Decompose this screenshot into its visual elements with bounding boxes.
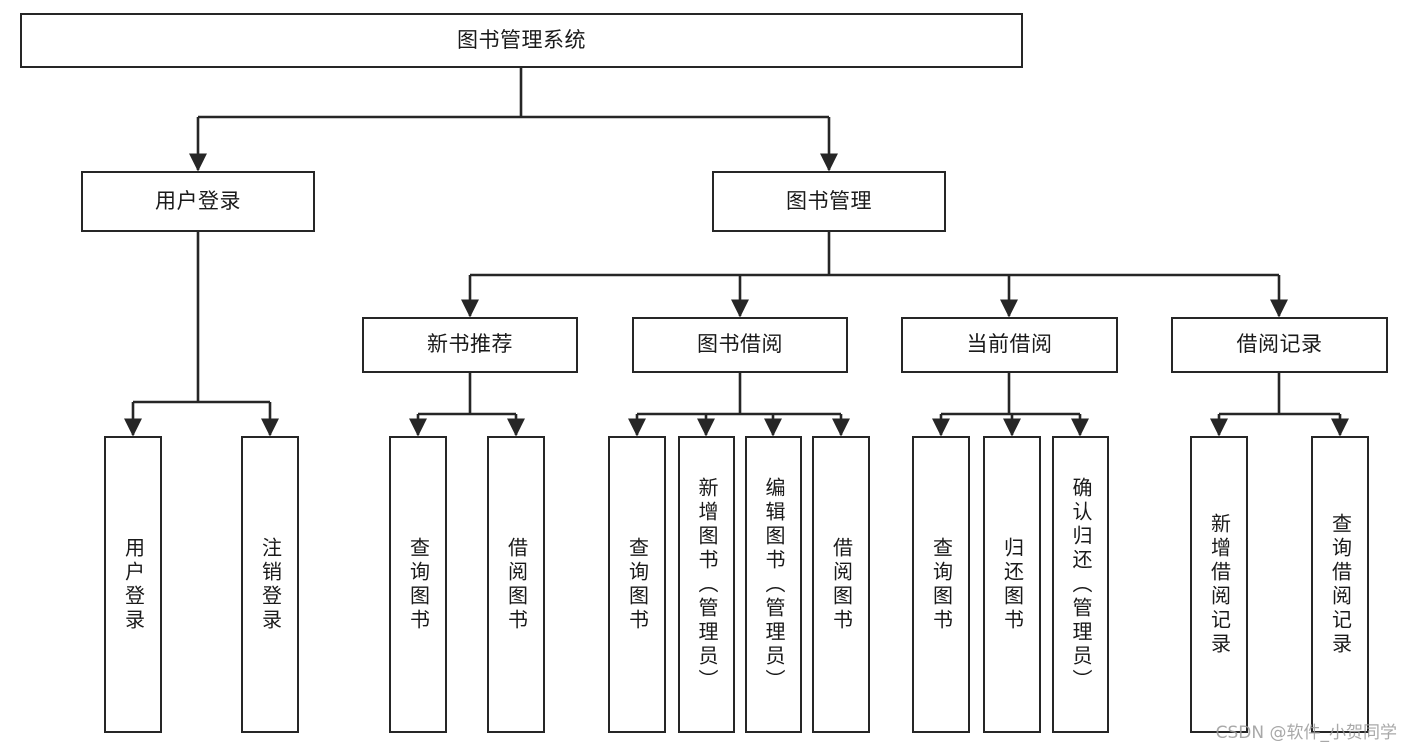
node-leaf-return-book[interactable]: 归还图书 (983, 436, 1041, 733)
node-borrow-record[interactable]: 借阅记录 (1171, 317, 1388, 373)
node-leaf-add-record-label: 新增借阅记录 (1207, 512, 1232, 657)
node-user-login-label: 用户登录 (155, 188, 241, 213)
node-book-borrow[interactable]: 图书借阅 (632, 317, 848, 373)
node-current-borrow-label: 当前借阅 (966, 332, 1053, 357)
node-root[interactable]: 图书管理系统 (20, 13, 1023, 68)
node-leaf-user-login[interactable]: 用户登录 (104, 436, 162, 733)
node-leaf-query-book-2[interactable]: 查询图书 (608, 436, 666, 733)
watermark-text: CSDN @软件_小贺同学 (1215, 723, 1397, 743)
node-leaf-edit-book[interactable]: 编辑图书（管理员） (745, 436, 802, 733)
node-leaf-query-book-3[interactable]: 查询图书 (912, 436, 970, 733)
node-leaf-add-record[interactable]: 新增借阅记录 (1190, 436, 1248, 733)
node-user-login[interactable]: 用户登录 (81, 171, 315, 232)
node-leaf-query-book-1[interactable]: 查询图书 (389, 436, 447, 733)
node-leaf-query-record[interactable]: 查询借阅记录 (1311, 436, 1369, 733)
node-root-label: 图书管理系统 (457, 27, 586, 52)
node-leaf-edit-book-label: 编辑图书（管理员） (762, 476, 786, 693)
node-leaf-confirm-return[interactable]: 确认归还（管理员） (1052, 436, 1109, 733)
node-leaf-add-book[interactable]: 新增图书（管理员） (678, 436, 735, 733)
node-leaf-borrow-book-2[interactable]: 借阅图书 (812, 436, 870, 733)
node-leaf-query-book-2-label: 查询图书 (625, 536, 650, 633)
node-current-borrow[interactable]: 当前借阅 (901, 317, 1118, 373)
node-book-manage-label: 图书管理 (786, 188, 872, 213)
node-leaf-query-book-1-label: 查询图书 (406, 536, 431, 633)
node-leaf-borrow-book-1-label: 借阅图书 (504, 536, 529, 633)
node-leaf-return-book-label: 归还图书 (1000, 536, 1025, 633)
node-leaf-borrow-book-2-label: 借阅图书 (829, 536, 854, 633)
node-leaf-logout[interactable]: 注销登录 (241, 436, 299, 733)
node-leaf-user-login-label: 用户登录 (121, 536, 146, 633)
node-leaf-borrow-book-1[interactable]: 借阅图书 (487, 436, 545, 733)
node-borrow-record-label: 借阅记录 (1236, 332, 1323, 357)
node-book-borrow-label: 图书借阅 (697, 332, 783, 357)
node-leaf-query-book-3-label: 查询图书 (929, 536, 954, 633)
node-leaf-confirm-return-label: 确认归还（管理员） (1069, 476, 1093, 693)
node-new-book-recommend-label: 新书推荐 (427, 332, 513, 357)
node-book-manage[interactable]: 图书管理 (712, 171, 946, 232)
node-new-book-recommend[interactable]: 新书推荐 (362, 317, 578, 373)
node-leaf-query-record-label: 查询借阅记录 (1328, 512, 1353, 657)
node-leaf-logout-label: 注销登录 (258, 536, 283, 633)
node-leaf-add-book-label: 新增图书（管理员） (695, 476, 719, 693)
